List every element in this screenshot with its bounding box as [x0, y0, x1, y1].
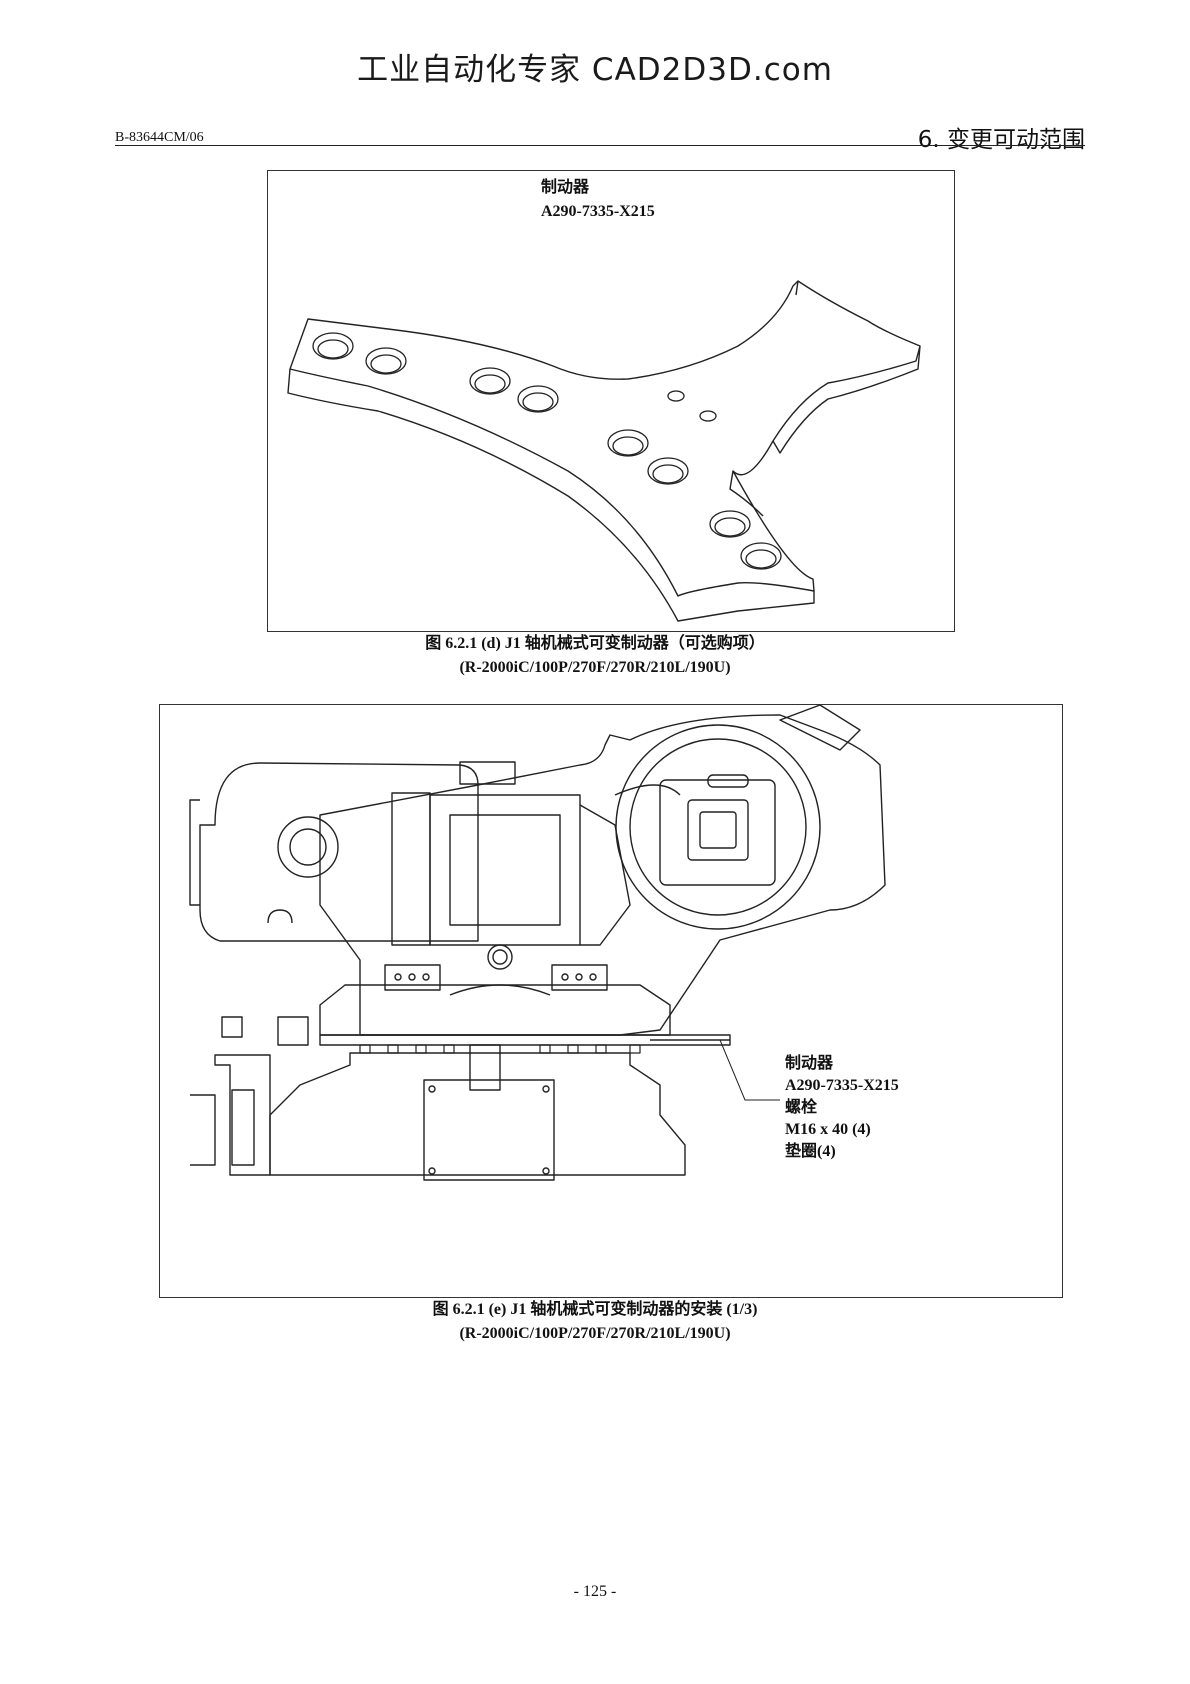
figure-brake-part: 制动器 A290-7335-X215	[267, 170, 955, 632]
installation-label-bolt-spec: M16 x 40 (4)	[785, 1121, 871, 1138]
figure-d-caption: 图 6.2.1 (d) J1 轴机械式可变制动器（可选购项）	[425, 635, 765, 652]
figure-e-model-list: (R-2000iC/100P/270F/270R/210L/190U)	[459, 1325, 731, 1342]
part-number-label: A290-7335-X215	[541, 203, 655, 220]
chapter-title: 6. 变更可动范围	[917, 127, 1085, 153]
installation-drawing	[189, 705, 886, 1181]
page-number: - 125 -	[573, 1583, 617, 1600]
installation-label-brake: 制动器	[785, 1055, 834, 1072]
figure-e-caption: 图 6.2.1 (e) J1 轴机械式可变制动器的安装 (1/3)	[432, 1301, 758, 1318]
document-code: B-83644CM/06	[115, 130, 204, 145]
figure-brake-installation: 制动器 A290-7335-X215 螺栓 M16 x 40 (4) 垫圈(4)	[159, 704, 1063, 1298]
figure-d-model-list: (R-2000iC/100P/270F/270R/210L/190U)	[459, 659, 731, 676]
installation-label-part-number: A290-7335-X215	[785, 1077, 899, 1094]
watermark: 工业自动化专家 CAD2D3D.com	[357, 52, 833, 88]
brake-part-drawing	[287, 280, 921, 622]
installation-label-bolt: 螺栓	[785, 1099, 818, 1116]
part-name-label: 制动器	[541, 179, 590, 196]
header-rule	[115, 145, 1085, 146]
installation-label-washer: 垫圈(4)	[785, 1143, 836, 1160]
